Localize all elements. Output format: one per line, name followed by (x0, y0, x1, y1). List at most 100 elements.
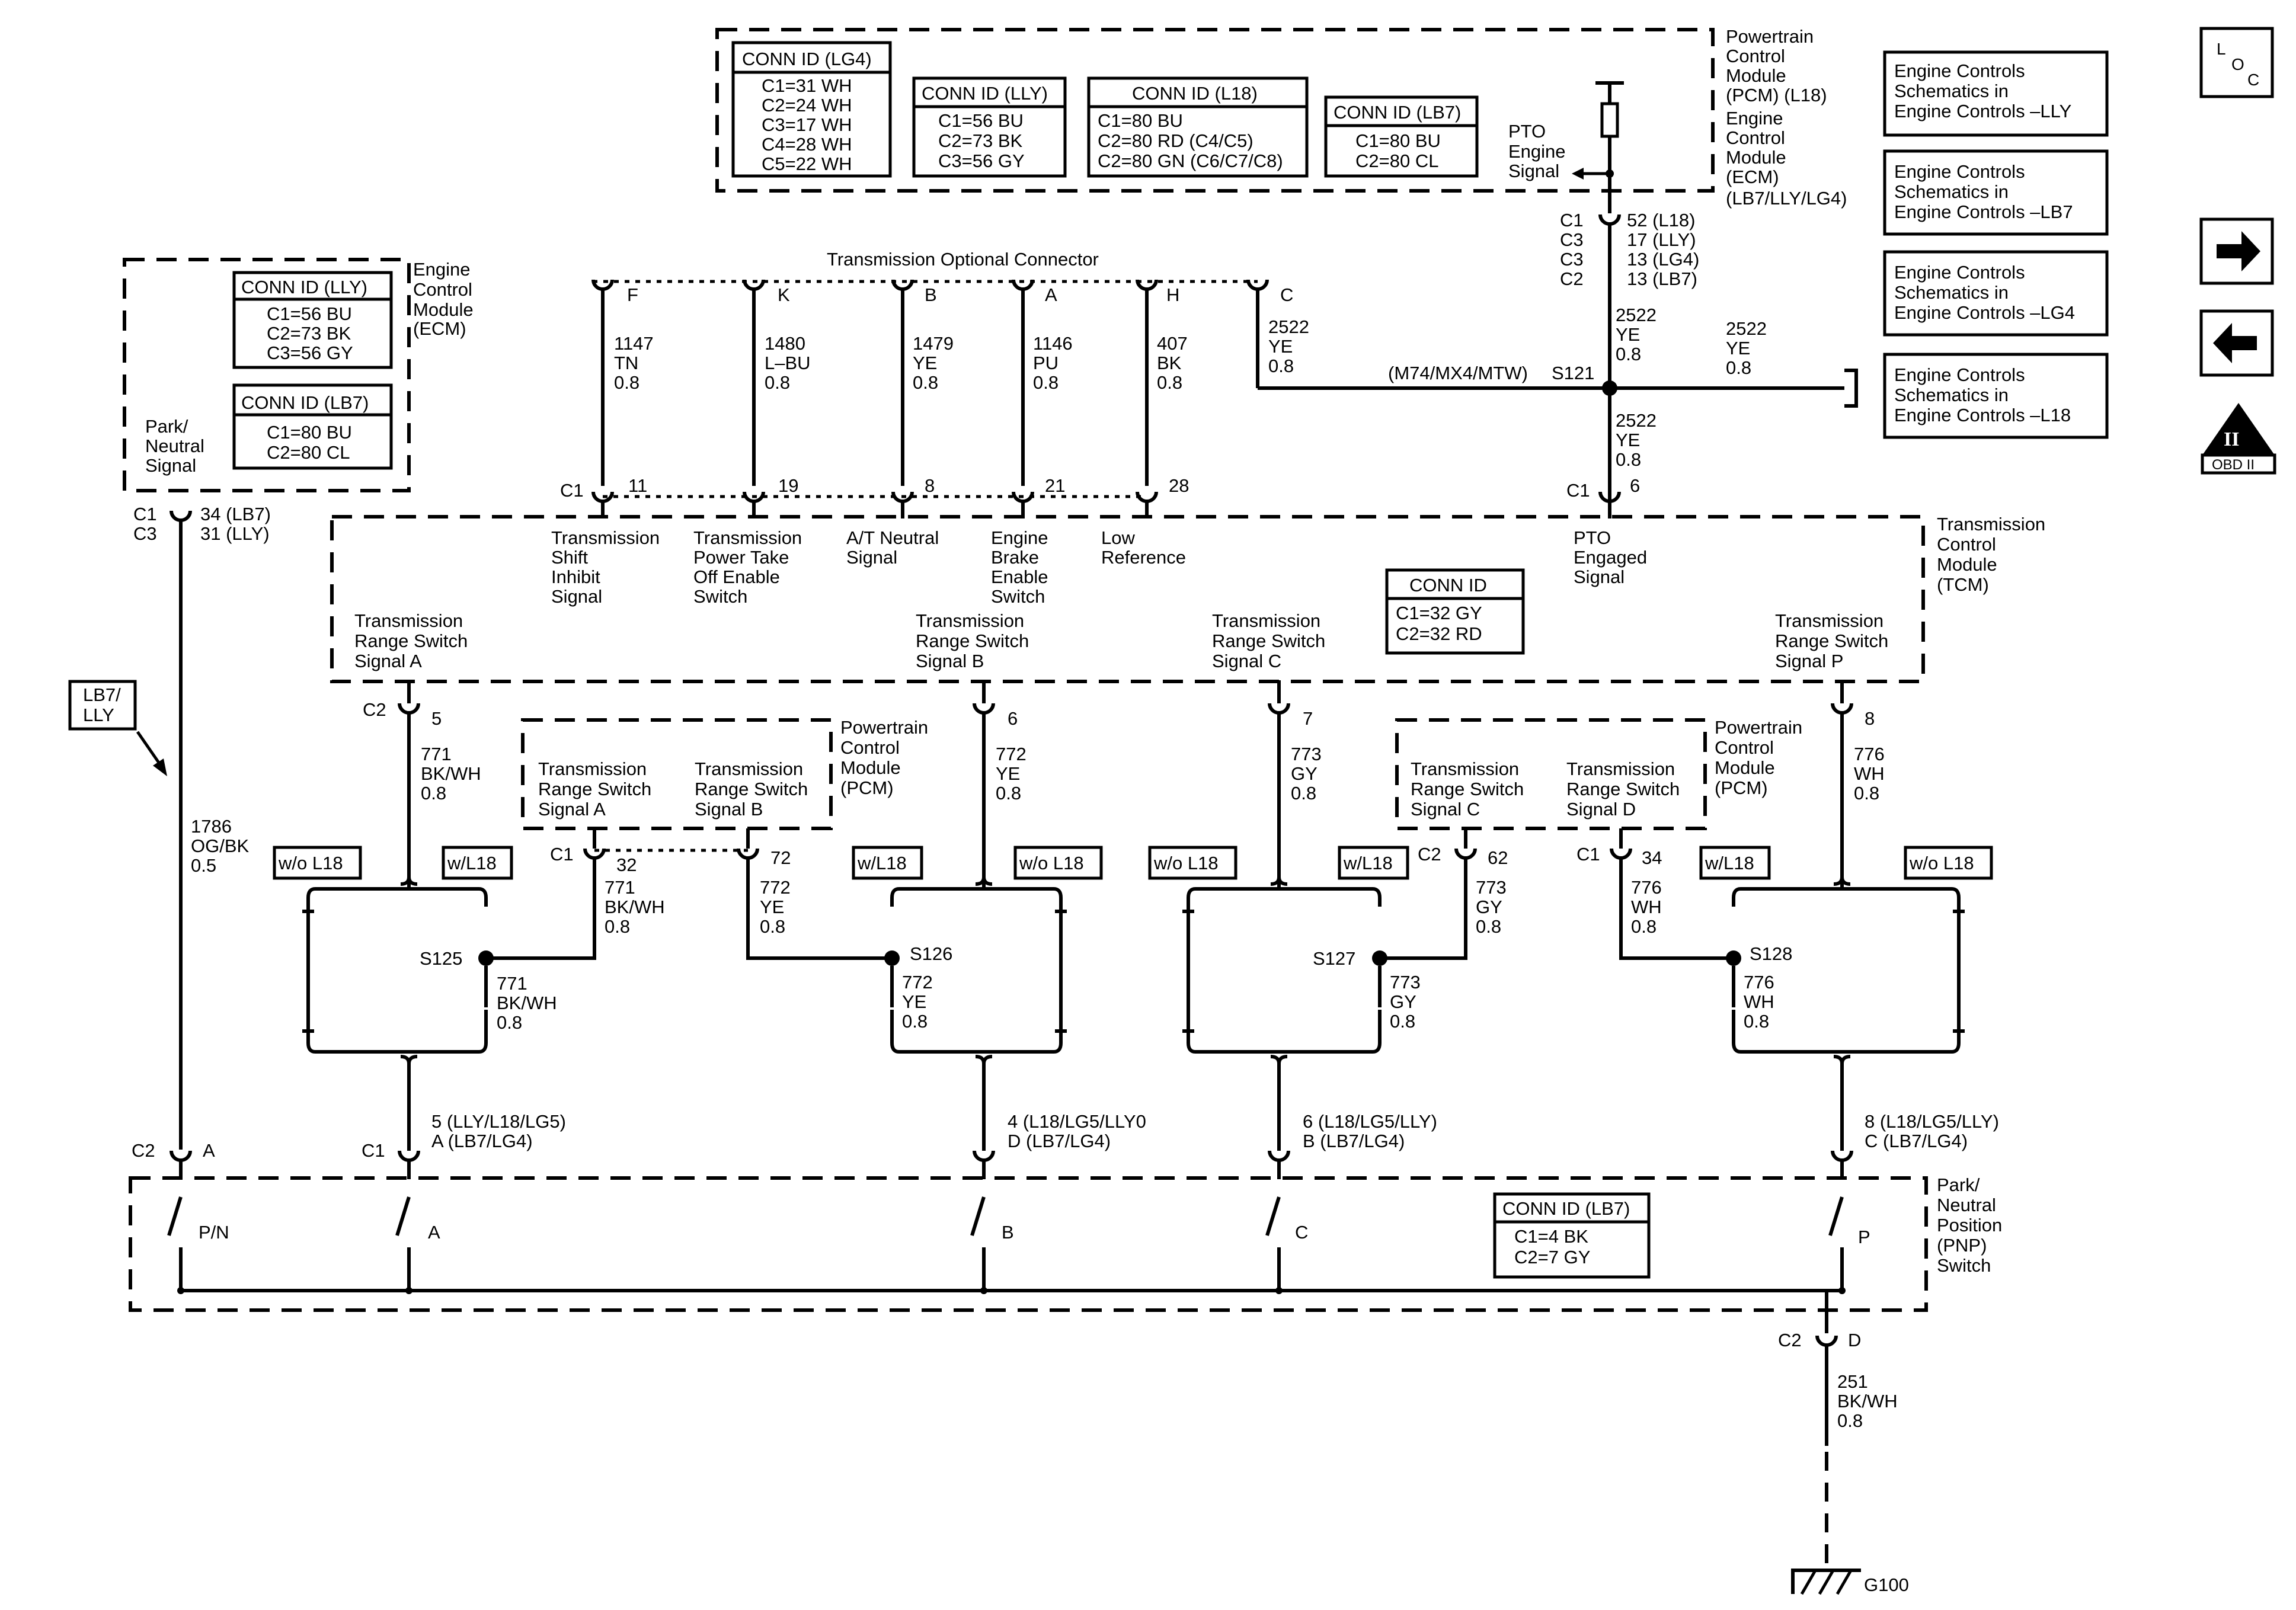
svg-text:YE: YE (902, 991, 926, 1012)
svg-text:Signal: Signal (1574, 566, 1625, 587)
svg-text:C2=73 BK: C2=73 BK (267, 323, 351, 344)
svg-text:32: 32 (616, 854, 637, 875)
svg-text:52 (L18): 52 (L18) (1627, 210, 1695, 231)
svg-text:772: 772 (902, 972, 933, 993)
arrow-left-icon[interactable] (2199, 309, 2274, 377)
svg-text:w/o L18: w/o L18 (278, 853, 343, 873)
svg-text:8: 8 (925, 475, 935, 496)
tcm-range-wires: 771 BK/WH 0.8 772 YE 0.8 773 GY 0.8 776 … (407, 713, 1885, 889)
svg-text:A: A (428, 1222, 440, 1243)
svg-text:C4=28 WH: C4=28 WH (762, 134, 852, 155)
svg-text:6: 6 (1630, 475, 1640, 496)
svg-text:72: 72 (770, 847, 791, 868)
svg-text:C (LB7/LG4): C (LB7/LG4) (1865, 1131, 1968, 1151)
svg-text:C1=56 BU: C1=56 BU (938, 110, 1024, 131)
arrow-right-icon[interactable] (2199, 217, 2274, 285)
pcm-lower-right: Powertrain Control Module (PCM) Transmis… (1380, 717, 1802, 960)
pcm-lower-left: Powertrain Control Module (PCM) Transmis… (486, 717, 928, 960)
svg-text:Module: Module (840, 757, 901, 778)
svg-text:6 (L18/LG5/LLY): 6 (L18/LG5/LLY) (1303, 1111, 1437, 1132)
svg-text:0.8: 0.8 (765, 372, 790, 393)
svg-text:Engine Controls: Engine Controls (1894, 161, 2025, 182)
svg-text:2522: 2522 (1726, 318, 1767, 339)
svg-text:Module: Module (1715, 757, 1775, 778)
svg-text:(ECM): (ECM) (413, 318, 466, 339)
svg-text:Signal P: Signal P (1775, 651, 1843, 671)
svg-text:PTO: PTO (1508, 121, 1546, 142)
svg-text:Range Switch: Range Switch (1566, 779, 1680, 799)
svg-text:0.8: 0.8 (1033, 372, 1059, 393)
svg-text:Transmission: Transmission (693, 527, 802, 548)
svg-text:0.8: 0.8 (1390, 1011, 1415, 1032)
svg-text:CONN ID (LB7): CONN ID (LB7) (241, 392, 369, 413)
svg-text:YE: YE (760, 897, 784, 917)
svg-text:Transmission: Transmission (695, 758, 803, 779)
svg-text:773: 773 (1390, 972, 1421, 993)
svg-text:C2=80 CL: C2=80 CL (267, 442, 350, 463)
svg-text:2522: 2522 (1268, 316, 1309, 337)
svg-text:C1: C1 (550, 844, 574, 865)
svg-text:P/N: P/N (199, 1222, 229, 1243)
svg-text:Powertrain: Powertrain (1726, 26, 1814, 47)
svg-text:1146: 1146 (1033, 333, 1073, 354)
svg-text:Park/: Park/ (145, 416, 188, 437)
obd-ii-icon[interactable]: II OBD II (2201, 403, 2276, 475)
svg-text:BK/WH: BK/WH (421, 763, 481, 784)
svg-text:C2=24 WH: C2=24 WH (762, 95, 852, 116)
svg-text:C2=32 RD: C2=32 RD (1396, 623, 1482, 644)
svg-text:0.8: 0.8 (1631, 916, 1657, 937)
svg-text:2522: 2522 (1616, 305, 1657, 325)
svg-text:H: H (1166, 284, 1179, 305)
svg-text:C1: C1 (1566, 480, 1590, 501)
svg-text:C1=4 BK: C1=4 BK (1514, 1226, 1588, 1247)
svg-text:62: 62 (1488, 847, 1508, 868)
location-icon[interactable]: L O C (2199, 27, 2274, 98)
svg-text:CONN ID (LLY): CONN ID (LLY) (922, 83, 1048, 104)
svg-text:C3: C3 (133, 523, 157, 544)
svg-text:CONN ID (LLY): CONN ID (LLY) (241, 277, 367, 297)
svg-text:C1: C1 (133, 504, 157, 524)
svg-text:C2=7 GY: C2=7 GY (1514, 1247, 1590, 1267)
svg-text:C1=31 WH: C1=31 WH (762, 75, 852, 96)
svg-text:0.5: 0.5 (191, 855, 216, 876)
svg-text:773: 773 (1291, 744, 1322, 764)
svg-text:Control: Control (1726, 46, 1785, 66)
svg-text:Switch: Switch (693, 586, 747, 607)
svg-text:CONN ID (LB7): CONN ID (LB7) (1502, 1198, 1630, 1219)
svg-text:Signal D: Signal D (1566, 799, 1636, 820)
splice-s128: S128 776 WH 0.8 (1726, 943, 1792, 1032)
svg-text:Transmission: Transmission (1411, 758, 1519, 779)
svg-text:Position: Position (1937, 1215, 2002, 1235)
transmission-control-module: Transmission Control Module (TCM) C1 11 … (330, 475, 2045, 729)
svg-text:Control: Control (840, 737, 900, 758)
svg-text:YE: YE (1726, 338, 1750, 359)
splice-s125: S125 771 BK/WH 0.8 (420, 948, 557, 1033)
svg-text:0.8: 0.8 (1616, 449, 1641, 470)
splice-s126: S126 772 YE 0.8 (884, 943, 952, 1032)
svg-text:C1=80 BU: C1=80 BU (1098, 110, 1183, 131)
transmission-optional-connector: Transmission Optional Connector F 1147 T… (593, 249, 1309, 498)
pcm-ecm-label: Powertrain Control Module (PCM) (L18) En… (1726, 26, 1847, 209)
svg-text:S128: S128 (1750, 943, 1792, 964)
svg-text:772: 772 (996, 744, 1027, 764)
svg-text:Park/: Park/ (1937, 1174, 1980, 1195)
svg-text:Range Switch: Range Switch (1212, 630, 1325, 651)
svg-text:Transmission: Transmission (551, 527, 660, 548)
svg-text:Engine: Engine (1726, 108, 1783, 129)
svg-text:1786: 1786 (191, 816, 232, 837)
svg-text:K: K (778, 284, 790, 305)
svg-text:BK/WH: BK/WH (497, 993, 557, 1013)
svg-text:C2: C2 (363, 699, 386, 720)
svg-text:Transmission: Transmission (538, 758, 647, 779)
svg-text:(PCM): (PCM) (840, 777, 894, 798)
svg-text:0.8: 0.8 (1616, 344, 1641, 364)
opt-pin-f: F 1147 TN 0.8 (593, 280, 654, 486)
svg-text:C2=80 RD (C4/C5): C2=80 RD (C4/C5) (1098, 130, 1253, 151)
svg-text:0.8: 0.8 (902, 1011, 928, 1032)
conn-id-lb7-top: CONN ID (LB7) C1=80 BU C2=80 CL (1324, 95, 1479, 178)
svg-text:Enable: Enable (991, 566, 1048, 587)
svg-text:C1: C1 (1576, 844, 1600, 865)
svg-text:Transmission: Transmission (1775, 610, 1884, 631)
svg-text:Range Switch: Range Switch (354, 630, 468, 651)
